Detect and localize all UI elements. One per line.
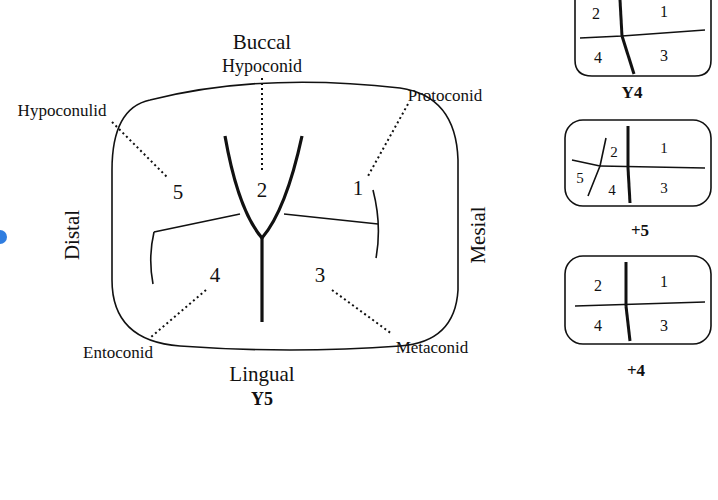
distal-groove xyxy=(154,214,240,232)
cusp-number: 2 xyxy=(257,180,268,201)
groove xyxy=(600,166,705,168)
groove xyxy=(572,138,606,196)
cusp-number: 1 xyxy=(660,141,668,156)
leader-line xyxy=(112,122,168,178)
cusp-number: 4 xyxy=(210,265,221,286)
groove xyxy=(627,126,630,168)
cusp-number: 3 xyxy=(660,48,668,64)
cusp-number: 1 xyxy=(353,178,364,199)
leader-line xyxy=(332,290,392,334)
cusp-number: 4 xyxy=(594,50,602,66)
pattern-label: Y4 xyxy=(622,84,643,101)
cusp-number: 5 xyxy=(576,171,584,186)
leader-line xyxy=(368,104,408,176)
cusp-number: 3 xyxy=(660,181,668,196)
cusp-name: Protoconid xyxy=(408,87,483,104)
leader-line xyxy=(150,290,206,338)
cusp-name: Entoconid xyxy=(83,344,153,361)
side-label: Buccal xyxy=(233,32,291,53)
mesial-groove xyxy=(284,214,378,224)
groove xyxy=(580,30,705,38)
distal-fossa xyxy=(151,232,154,284)
tooth-outline-small xyxy=(565,256,711,344)
edge-dot xyxy=(0,230,7,244)
pattern-label: +4 xyxy=(627,362,645,379)
pattern-label: +5 xyxy=(631,222,649,239)
cusp-name: Hypoconulid xyxy=(18,102,107,119)
tooth-outline-small xyxy=(565,120,711,206)
crown-outline xyxy=(112,82,458,350)
side-label: Mesial xyxy=(468,206,489,263)
cusp-name: Metaconid xyxy=(396,339,469,356)
groove xyxy=(628,168,630,203)
cusp-number: 1 xyxy=(660,4,668,20)
groove xyxy=(620,0,622,36)
y-groove xyxy=(225,136,302,238)
groove xyxy=(626,306,630,341)
groove xyxy=(622,36,634,74)
lingual-groove xyxy=(260,238,263,322)
mesial-fossa xyxy=(373,190,378,258)
groove xyxy=(625,262,628,306)
cusp-number: 5 xyxy=(173,182,184,203)
cusp-number: 4 xyxy=(608,183,616,198)
side-label: Lingual xyxy=(229,364,294,385)
groove xyxy=(575,302,705,306)
pattern-label: Y5 xyxy=(251,390,273,408)
cusp-number: 3 xyxy=(315,265,326,286)
cusp-number: 2 xyxy=(610,145,618,160)
cusp-number: 3 xyxy=(660,318,668,334)
side-label: Distal xyxy=(62,210,83,260)
leader-line xyxy=(261,78,263,172)
cusp-number: 2 xyxy=(592,6,600,22)
cusp-number: 2 xyxy=(594,278,602,294)
cusp-name: Hypoconid xyxy=(222,57,302,75)
cusp-number: 1 xyxy=(660,274,668,290)
cusp-number: 4 xyxy=(594,318,602,334)
tooth-outline-small xyxy=(575,0,711,76)
